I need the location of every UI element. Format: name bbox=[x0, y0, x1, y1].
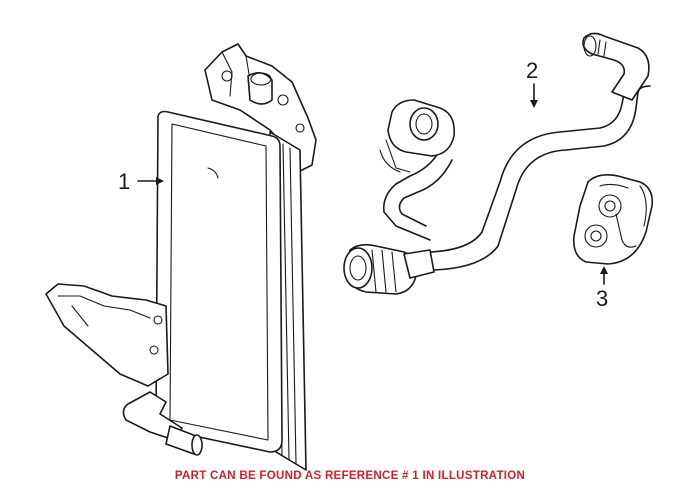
coolant-hose-part bbox=[343, 32, 651, 295]
hose-clamp-part bbox=[572, 174, 654, 285]
callout-number-1: 1 bbox=[118, 169, 130, 194]
reference-caption: PART CAN BE FOUND AS REFERENCE # 1 IN IL… bbox=[174, 470, 526, 482]
callout-number-2: 2 bbox=[526, 58, 538, 83]
oil-cooler-part bbox=[45, 43, 317, 471]
callout-number-3: 3 bbox=[596, 286, 608, 311]
